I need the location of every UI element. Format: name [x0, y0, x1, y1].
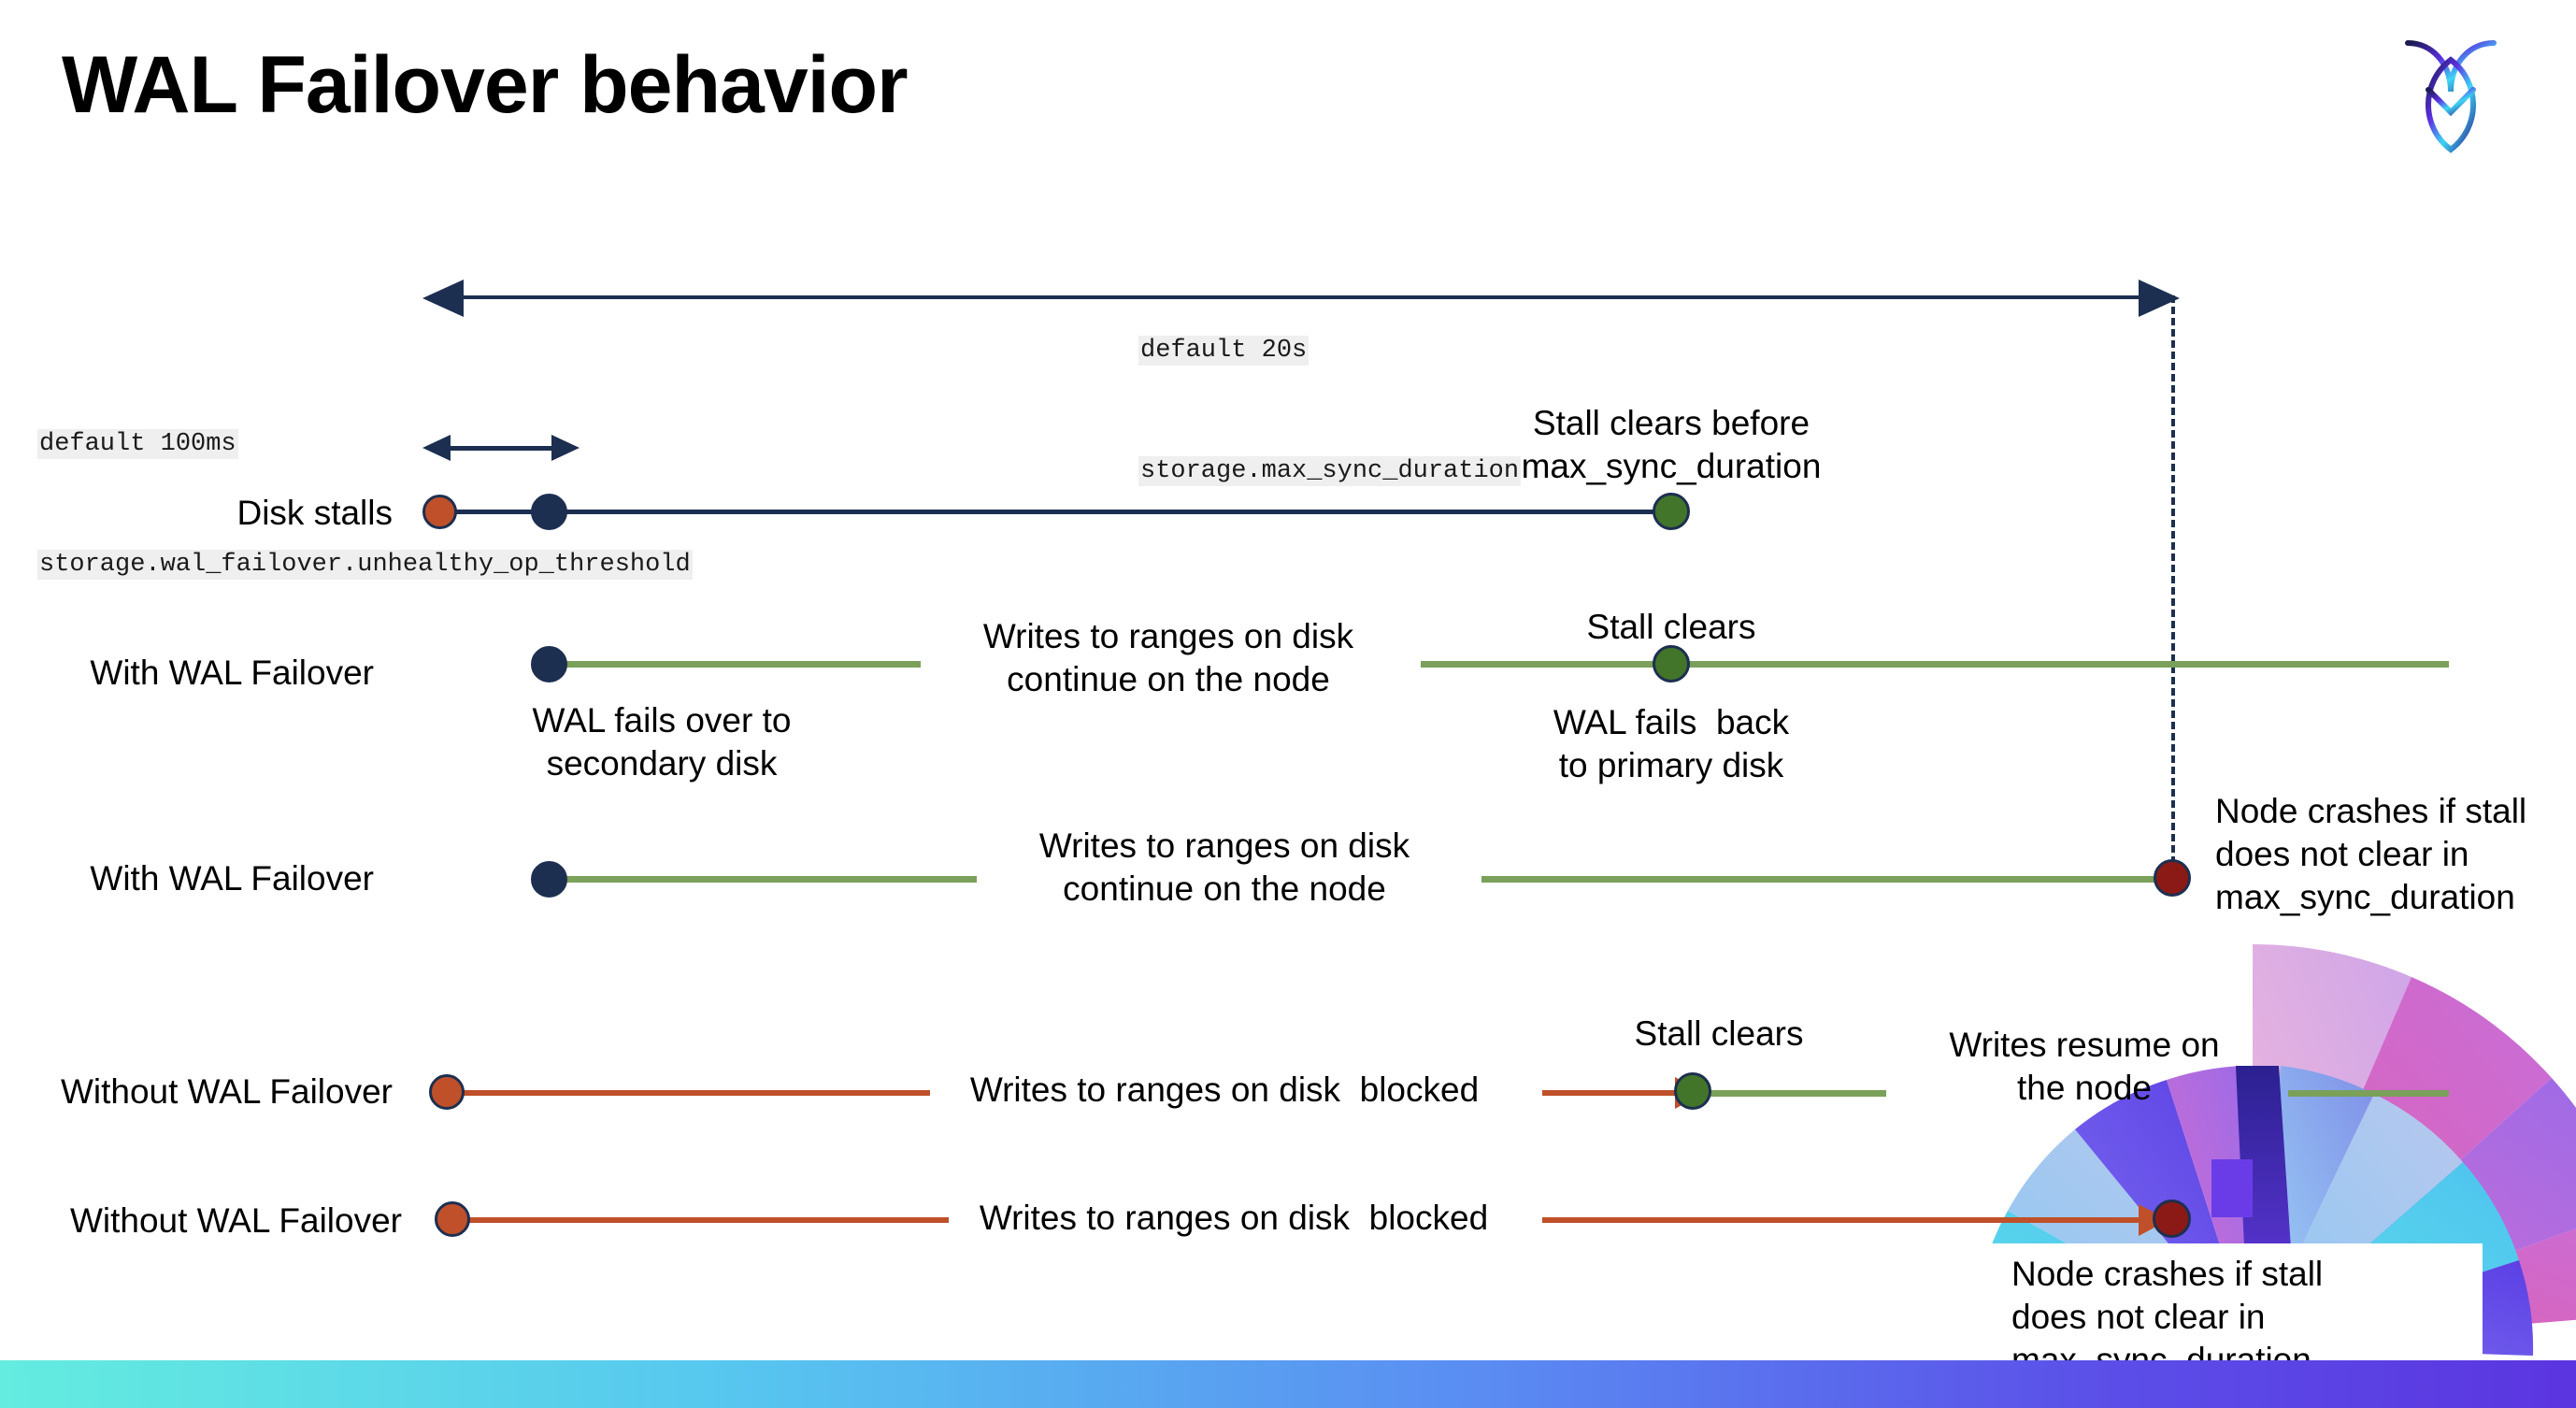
stall-start-marker	[422, 495, 457, 529]
max-sync-left-arrowhead	[422, 280, 464, 317]
without-failover-1-blocked-b	[1542, 1090, 1682, 1096]
unhealthy-op-left-arrowhead	[422, 435, 451, 461]
cockroachdb-logo-icon	[2395, 26, 2507, 157]
with-failover-2-segment-b	[1481, 876, 2173, 883]
unhealthy-op-window-line	[439, 446, 561, 451]
stall-start-marker	[429, 1074, 465, 1110]
note-writes-resume: Writes resume on the node	[1949, 1026, 2220, 1107]
row-label-without-wal-failover-1: Without WAL Failover	[60, 1072, 393, 1111]
row-label-with-wal-failover-1: With WAL Failover	[90, 654, 374, 692]
with-failover-2-segment-a	[547, 876, 977, 883]
disk-stalls-timeline	[439, 510, 1673, 514]
stall-clear-marker	[1653, 493, 1690, 530]
max-sync-deadline-dashed-line	[2171, 295, 2175, 875]
note-stall-clears-before: Stall clears before max_sync_duration	[1521, 404, 1822, 485]
node-crash-marker	[2154, 859, 2191, 897]
max-sync-duration-annotation: default 20s storage.max_sync_duration	[1138, 251, 1522, 572]
note-stall-clears-2: Stall clears	[1634, 1014, 1804, 1053]
max-sync-setting-label: storage.max_sync_duration	[1138, 456, 1522, 486]
row-label-disk-stalls: Disk stalls	[236, 494, 393, 532]
bottom-gradient-bar	[0, 1360, 2576, 1408]
note-writes-continue-1: Writes to ranges on disk continue on the…	[982, 617, 1354, 698]
without-failover-1-resumed-b	[2288, 1090, 2449, 1097]
note-node-crashes-1: Node crashes if stall does not clear in …	[2215, 792, 2527, 916]
stall-clear-marker	[1653, 645, 1690, 682]
with-failover-1-segment-b	[1421, 661, 2449, 668]
without-failover-2-blocked-a	[463, 1217, 949, 1223]
unhealthy-op-threshold-annotation: default 100ms storage.wal_failover.unhea…	[37, 344, 693, 666]
failover-start-marker	[531, 494, 567, 530]
max-sync-duration-span-line	[460, 295, 2161, 299]
page-title: WAL Failover behavior	[62, 40, 909, 130]
with-failover-1-segment-a	[547, 661, 921, 668]
stall-start-marker	[435, 1201, 470, 1237]
note-writes-continue-2: Writes to ranges on disk continue on the…	[1038, 826, 1410, 908]
without-failover-2-blocked-b	[1542, 1217, 2150, 1223]
stall-clear-marker	[1674, 1072, 1711, 1110]
unhealthy-op-right-arrowhead	[551, 435, 580, 461]
max-sync-default-label: default 20s	[1138, 336, 1309, 366]
note-wal-fails-back: WAL fails back to primary disk	[1553, 703, 1790, 784]
unhealthy-op-setting-label: storage.wal_failover.unhealthy_op_thresh…	[37, 550, 693, 580]
row-label-without-wal-failover-2: Without WAL Failover	[69, 1201, 402, 1240]
node-crash-marker	[2153, 1200, 2191, 1238]
row-label-with-wal-failover-2: With WAL Failover	[90, 859, 374, 898]
failover-start-marker	[531, 646, 567, 682]
failover-start-marker	[531, 861, 567, 898]
note-stall-clears-1: Stall clears	[1586, 608, 1756, 646]
note-writes-blocked-2: Writes to ranges on disk blocked	[979, 1199, 1489, 1237]
note-wal-fails-over: WAL fails over to secondary disk	[532, 701, 792, 783]
without-failover-1-blocked-a	[453, 1090, 930, 1096]
unhealthy-op-default-label: default 100ms	[37, 429, 238, 459]
note-writes-blocked-1: Writes to ranges on disk blocked	[969, 1070, 1480, 1109]
without-failover-1-resumed-a	[1699, 1090, 1886, 1097]
